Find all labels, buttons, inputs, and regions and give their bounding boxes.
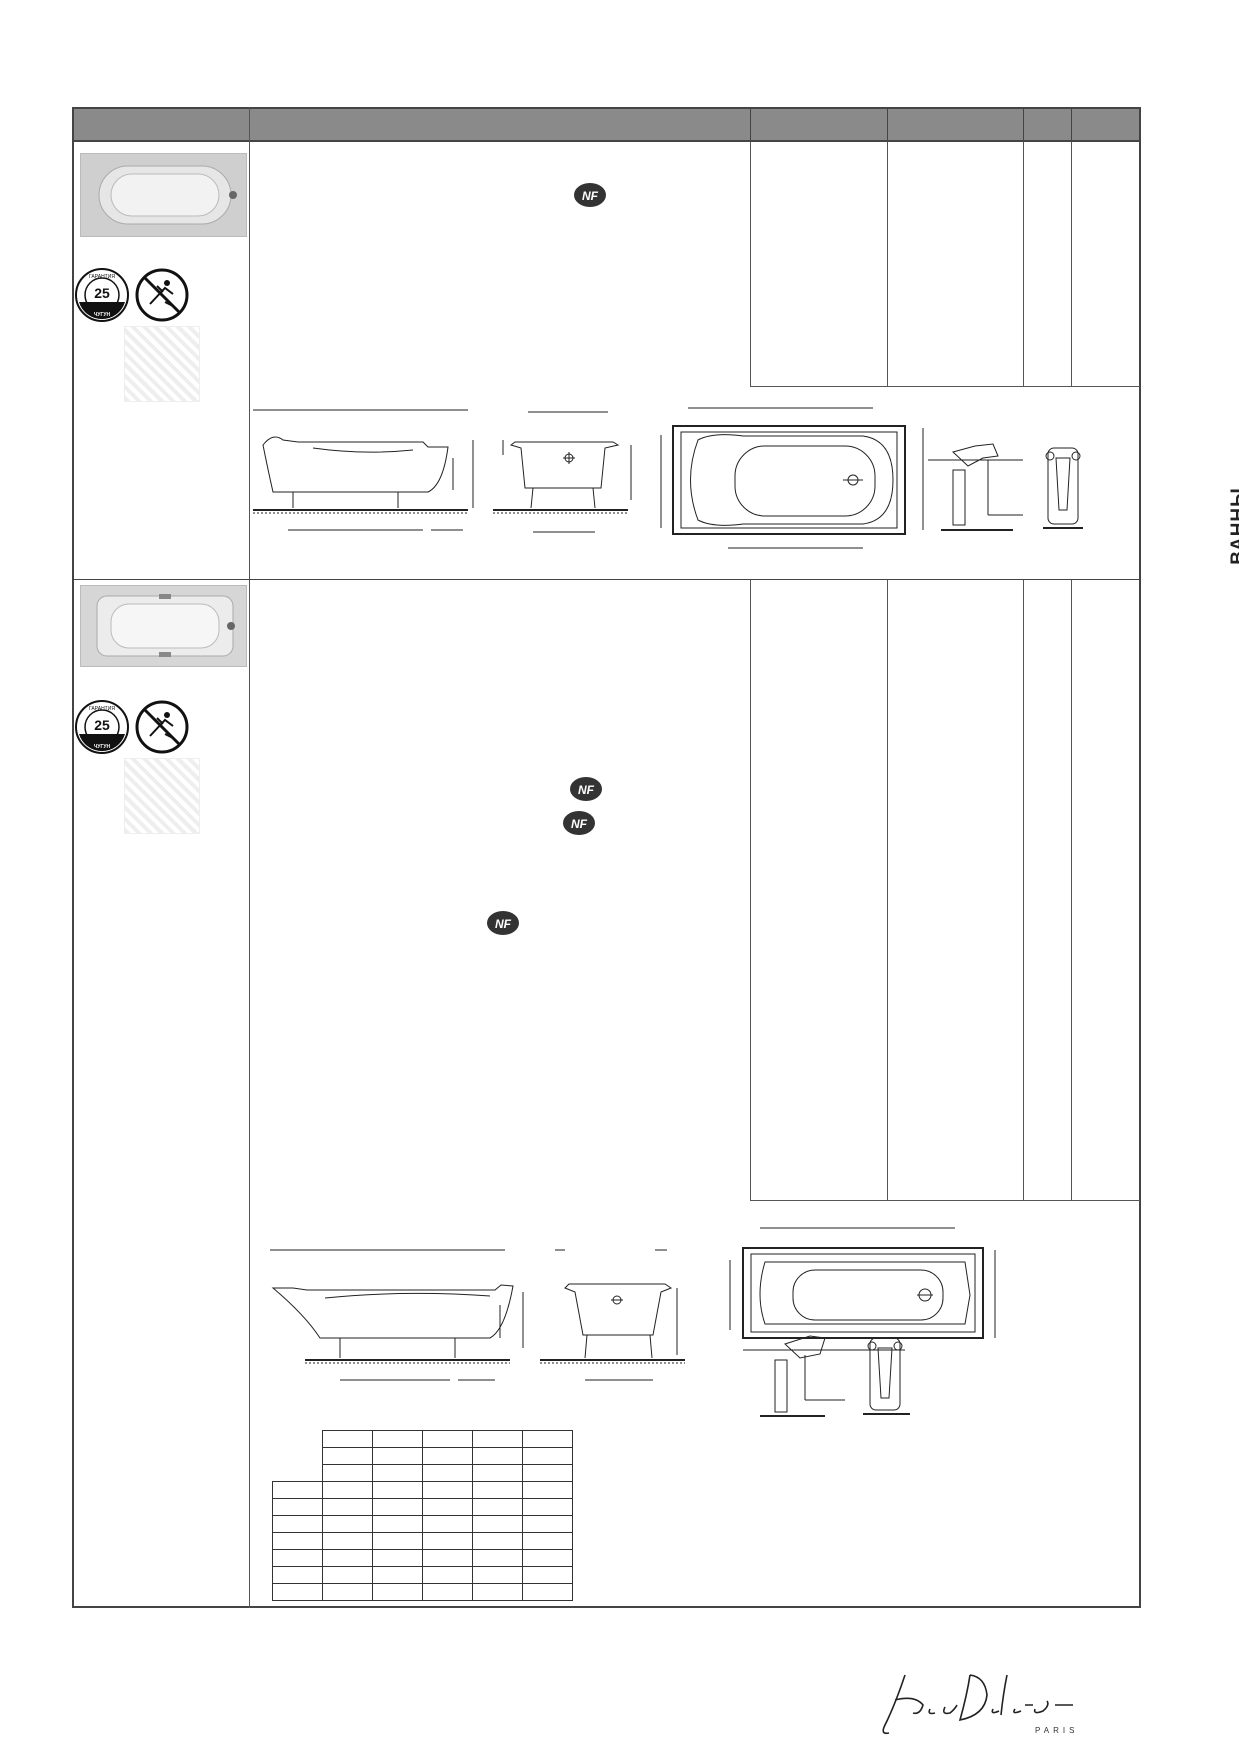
section-side-label: ВАННЫ: [1228, 487, 1239, 565]
warranty-badge-icon: 25 ЛЕТ ГАРАНТИЯ ЧУГУН: [75, 268, 129, 322]
dimension-table: [272, 1430, 573, 1601]
brand-city: PARIS: [1035, 1726, 1075, 1735]
row-divider: [750, 386, 1140, 387]
warranty-years: 25: [94, 717, 110, 733]
warranty-title: ГАРАНТИЯ: [89, 706, 115, 712]
column-divider: [750, 107, 751, 142]
column-divider: [1023, 580, 1024, 1200]
table-row: [272, 1549, 573, 1567]
decorative-pattern-tile: [124, 758, 200, 834]
nf-mark-label: NF: [495, 917, 512, 931]
decorative-pattern-tile: [124, 326, 200, 402]
column-divider: [249, 107, 250, 1608]
bathtub-photo: [80, 585, 247, 667]
table-row: [272, 1583, 573, 1601]
table-row: [273, 1447, 573, 1465]
column-divider: [887, 580, 888, 1200]
nf-mark-label: NF: [571, 817, 588, 831]
bathtub-photo-image: [81, 586, 246, 666]
material-label: ЧУГУН: [94, 312, 111, 318]
nf-certification-icon: NF: [487, 911, 519, 935]
nf-mark-label: NF: [582, 189, 599, 203]
table-row: [272, 1566, 573, 1584]
table-row: [273, 1430, 573, 1448]
table-row: [272, 1498, 573, 1516]
column-divider: [1071, 107, 1072, 142]
column-divider: [1071, 142, 1072, 386]
table-row: [272, 1532, 573, 1550]
warranty-title: ГАРАНТИЯ: [89, 274, 115, 280]
bathtub-photo-image: [81, 154, 246, 236]
column-divider: [750, 142, 751, 386]
column-divider: [1023, 107, 1024, 142]
nf-certification-icon: NF: [563, 811, 595, 835]
column-divider: [750, 580, 751, 1200]
warranty-years: 25: [94, 285, 110, 301]
bathtub-row1-technical-drawings: [253, 407, 1083, 549]
column-divider: [887, 142, 888, 386]
column-divider: [887, 107, 888, 142]
row-divider: [750, 1200, 1140, 1201]
table-row: [272, 1515, 573, 1533]
brand-logo: PARIS: [882, 1674, 1075, 1735]
anti-slip-icon: [135, 700, 189, 754]
material-label: ЧУГУН: [94, 744, 111, 750]
anti-slip-icon: [135, 268, 189, 322]
column-divider: [1071, 580, 1072, 1200]
table-row: [272, 1481, 573, 1499]
column-divider: [1023, 142, 1024, 386]
table-row: [273, 1464, 573, 1482]
row-separator: [72, 579, 1141, 580]
warranty-unit: ЛЕТ: [97, 734, 107, 740]
nf-certification-icon: NF: [574, 183, 606, 207]
nf-certification-icon: NF: [570, 777, 602, 801]
bathtub-photo: [80, 153, 247, 237]
table-header: [72, 107, 1141, 142]
warranty-unit: ЛЕТ: [97, 302, 107, 308]
bathtub-row2-technical-drawings: [270, 1227, 996, 1417]
warranty-badge-icon: 25 ЛЕТ ГАРАНТИЯ ЧУГУН: [75, 700, 129, 754]
nf-mark-label: NF: [578, 783, 595, 797]
